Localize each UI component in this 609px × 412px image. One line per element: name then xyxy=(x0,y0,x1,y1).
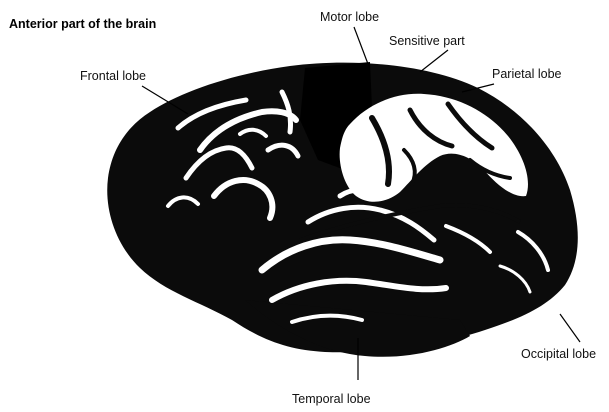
diagram-title: Anterior part of the brain xyxy=(9,17,156,31)
label-motor-lobe: Motor lobe xyxy=(320,10,379,24)
label-sensitive-part: Sensitive part xyxy=(389,34,465,48)
leader-sensitive xyxy=(420,50,448,72)
label-occipital-lobe: Occipital lobe xyxy=(521,347,596,361)
leader-motor xyxy=(354,27,368,64)
leader-occipital xyxy=(560,314,580,342)
label-frontal-lobe: Frontal lobe xyxy=(80,69,146,83)
label-temporal-lobe: Temporal lobe xyxy=(292,392,371,406)
label-parietal-lobe: Parietal lobe xyxy=(492,67,562,81)
